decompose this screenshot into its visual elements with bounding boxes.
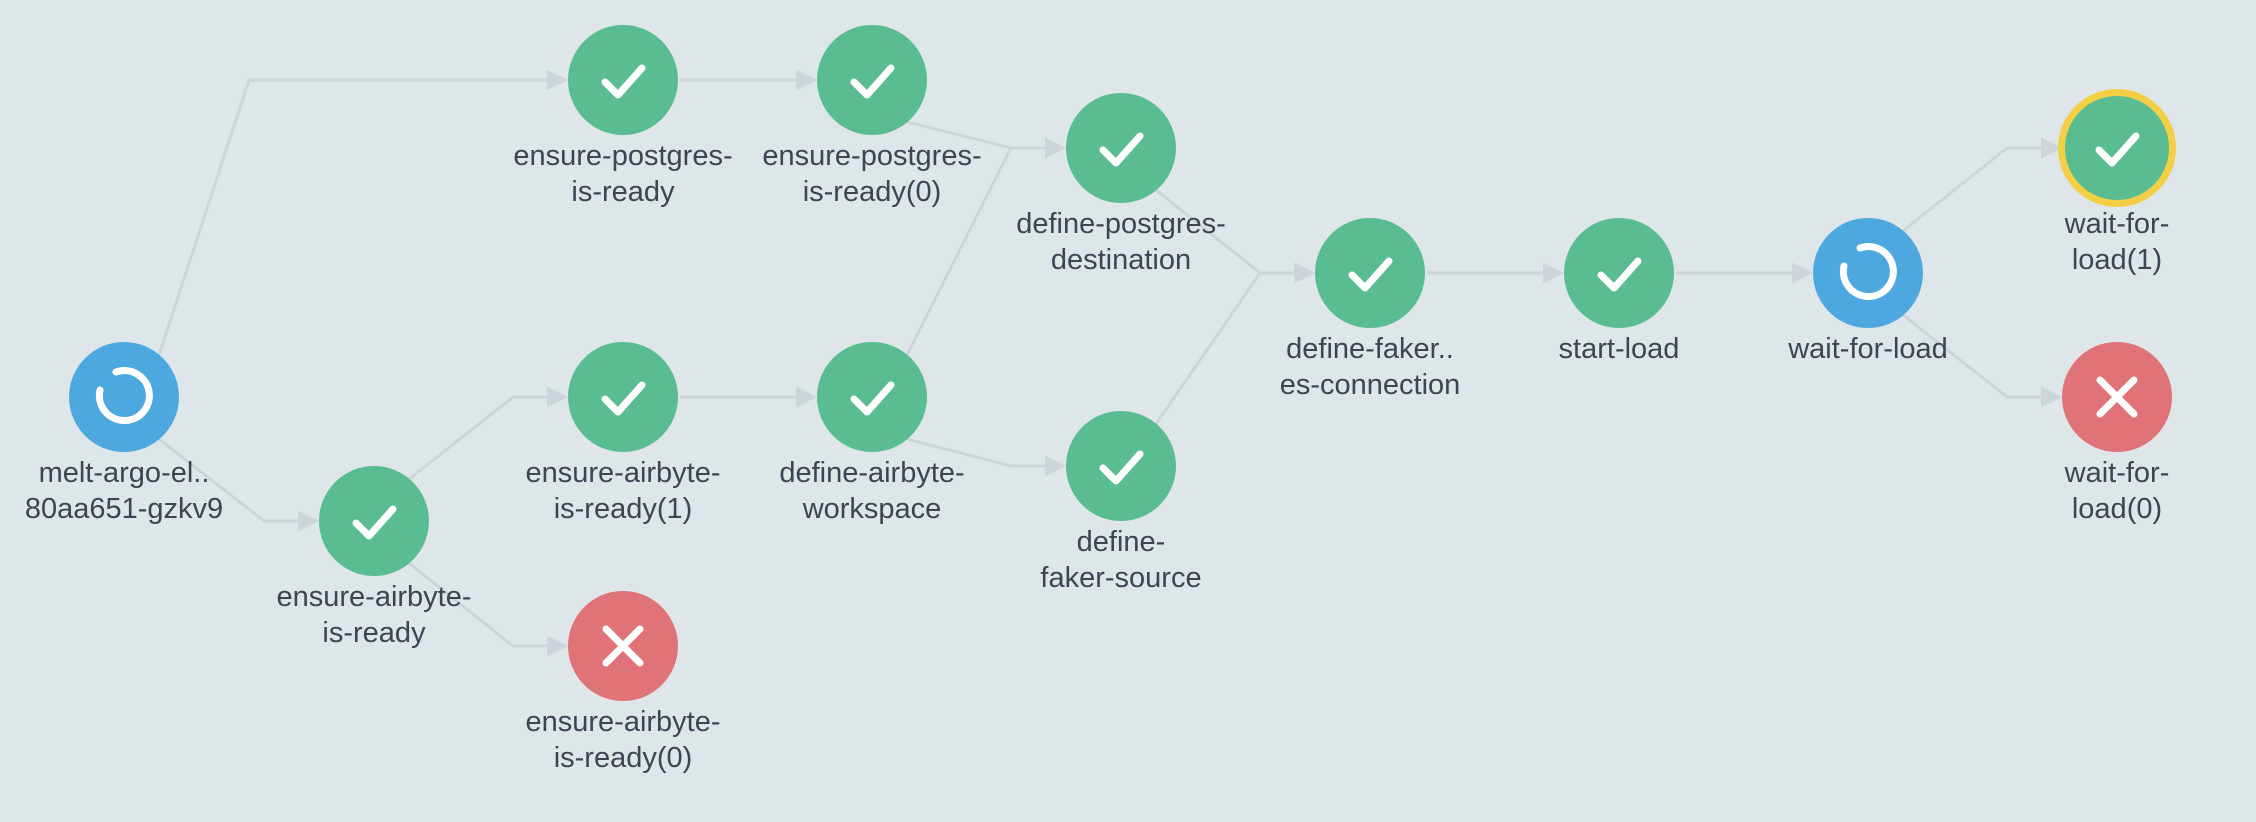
node-label-define-airbyte-workspace: define-airbyte-workspace xyxy=(752,455,992,527)
check-icon xyxy=(1099,450,1144,485)
edge-define-airbyte-workspace-to-define-faker-source xyxy=(906,437,1067,477)
check-icon xyxy=(1348,257,1393,292)
node-start-load[interactable] xyxy=(1564,218,1674,328)
node-label-line: load(0) xyxy=(2071,493,2163,525)
node-melt-argo-el[interactable] xyxy=(69,342,179,452)
check-icon xyxy=(2095,132,2140,167)
node-label-line: is-ready xyxy=(322,617,426,649)
node-label-line: destination xyxy=(1050,244,1192,276)
node-label-line: melt-argo-el.. xyxy=(38,457,210,489)
node-label-line: define- xyxy=(1076,526,1166,558)
node-define-faker-es-connection[interactable] xyxy=(1315,218,1425,328)
node-wait-for-load-1[interactable] xyxy=(2058,89,2176,207)
node-label-line: wait-for-load xyxy=(1788,333,1948,365)
node-label-line: ensure-postgres- xyxy=(762,140,982,172)
node-label-start-load: start-load xyxy=(1499,331,1739,367)
check-icon xyxy=(601,381,646,416)
edge-melt-argo-el-to-ensure-airbyte-is-ready xyxy=(158,437,320,532)
check-icon xyxy=(850,381,895,416)
node-label-define-postgres-destination: define-postgres-destination xyxy=(1001,206,1241,278)
node-label-line: ensure-postgres- xyxy=(513,140,733,172)
node-label-line: 80aa651-gzkv9 xyxy=(24,493,224,525)
edge-define-faker-source-to-define-faker-es-connection xyxy=(1154,262,1316,425)
node-ensure-airbyte-is-ready[interactable] xyxy=(319,466,429,576)
node-label-define-faker-source: define-faker-source xyxy=(1001,524,1241,596)
node-label-ensure-airbyte-is-ready: ensure-airbyte-is-ready xyxy=(254,579,494,651)
edge-wait-for-load-to-wait-for-load-1 xyxy=(1902,137,2063,233)
node-ensure-airbyte-is-ready-0[interactable] xyxy=(568,591,678,701)
node-label-line: start-load xyxy=(1558,333,1680,365)
check-icon xyxy=(850,64,895,99)
node-label-line: define-airbyte- xyxy=(779,457,965,489)
node-label-line: is-ready xyxy=(571,176,675,208)
node-label-line: is-ready(0) xyxy=(802,176,942,208)
cross-icon xyxy=(2096,376,2138,418)
node-label-melt-argo-el: melt-argo-el.. 80aa651-gzkv9 xyxy=(4,455,244,527)
node-label-line: wait-for- xyxy=(2064,208,2170,240)
node-label-line: ensure-airbyte- xyxy=(276,581,472,613)
node-label-line: es-connection xyxy=(1279,369,1461,401)
node-label-line: define-faker.. xyxy=(1286,333,1454,365)
cross-icon xyxy=(602,625,644,667)
node-label-line: is-ready(0) xyxy=(553,742,693,774)
edge-ensure-airbyte-is-ready-to-ensure-airbyte-is-ready-1 xyxy=(408,386,569,481)
node-label-line: ensure-airbyte- xyxy=(525,457,721,489)
node-label-ensure-airbyte-is-ready-0: ensure-airbyte-is-ready(0) xyxy=(503,704,743,776)
node-label-wait-for-load: wait-for-load xyxy=(1748,331,1988,367)
edge-ensure-airbyte-is-ready-to-ensure-airbyte-is-ready-0 xyxy=(408,561,569,657)
edge-melt-argo-el-to-ensure-postgres-is-ready xyxy=(157,69,569,356)
node-label-wait-for-load-0: wait-for-load(0) xyxy=(1997,455,2237,527)
edge-define-airbyte-workspace-to-define-postgres-destination xyxy=(905,137,1067,356)
check-icon xyxy=(1597,257,1642,292)
check-icon xyxy=(352,505,397,540)
node-label-line: define-postgres- xyxy=(1016,208,1226,240)
check-icon xyxy=(1099,132,1144,167)
node-wait-for-load-0[interactable] xyxy=(2062,342,2172,452)
node-define-airbyte-workspace[interactable] xyxy=(817,342,927,452)
node-label-line: load(1) xyxy=(2071,244,2163,276)
node-wait-for-load[interactable] xyxy=(1813,218,1923,328)
node-label-define-faker-es-connection: define-faker.. es-connection xyxy=(1250,331,1490,403)
node-label-ensure-airbyte-is-ready-1: ensure-airbyte-is-ready(1) xyxy=(503,455,743,527)
node-label-line: workspace xyxy=(802,493,942,525)
node-label-line: ensure-airbyte- xyxy=(525,706,721,738)
edge-wait-for-load-to-wait-for-load-0 xyxy=(1902,313,2063,408)
node-ensure-airbyte-is-ready-1[interactable] xyxy=(568,342,678,452)
node-label-ensure-postgres-is-ready: ensure-postgres-is-ready xyxy=(503,138,743,210)
node-label-line: faker-source xyxy=(1040,562,1202,594)
spinner-icon xyxy=(95,367,153,425)
check-icon xyxy=(601,64,646,99)
node-label-line: wait-for- xyxy=(2064,457,2170,489)
spinner-icon xyxy=(1839,243,1897,301)
node-ensure-postgres-is-ready[interactable] xyxy=(568,25,678,135)
node-define-faker-source[interactable] xyxy=(1066,411,1176,521)
node-label-ensure-postgres-is-ready-0: ensure-postgres-is-ready(0) xyxy=(752,138,992,210)
node-ensure-postgres-is-ready-0[interactable] xyxy=(817,25,927,135)
node-label-line: is-ready(1) xyxy=(553,493,693,525)
node-label-wait-for-load-1: wait-for-load(1) xyxy=(1997,206,2237,278)
node-define-postgres-destination[interactable] xyxy=(1066,93,1176,203)
